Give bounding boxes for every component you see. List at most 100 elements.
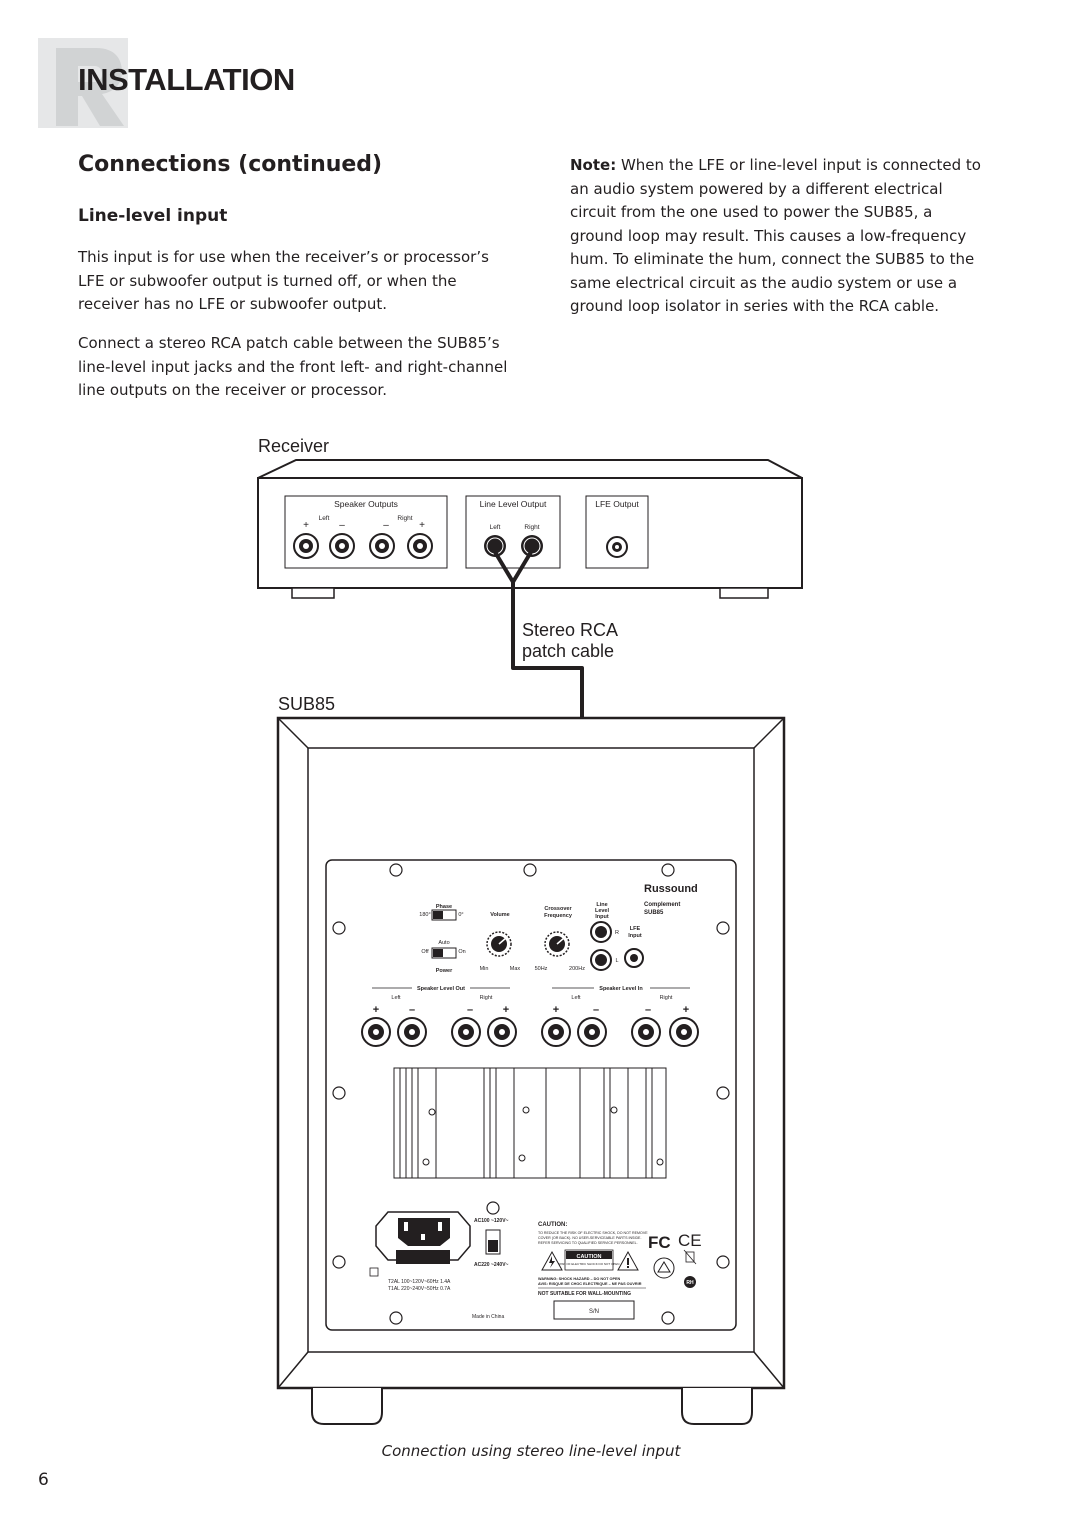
caution-text: REFER SERVICING TO QUALIFIED SERVICE PER… — [538, 1241, 638, 1245]
made-in-label: Made in China — [472, 1314, 504, 1320]
plus-label: + — [553, 1004, 559, 1016]
connection-diagram: Receiver Speaker Outputs Left Right + – … — [257, 436, 803, 1425]
figure-caption: Connection using stereo line-level input — [381, 1442, 681, 1460]
binding-post-icon — [397, 1017, 427, 1047]
brand-logo: Russound — [644, 883, 698, 895]
plus-label: + — [503, 1004, 509, 1016]
auto-label: Auto — [438, 940, 449, 946]
screw-icon — [332, 863, 730, 1325]
input-label: Input — [595, 914, 609, 920]
power-switch — [431, 947, 457, 959]
200hz-label: 200Hz — [569, 966, 585, 972]
50hz-label: 50Hz — [535, 966, 548, 972]
out-right-label: Right — [480, 995, 493, 1001]
lfe-label: LFE — [630, 926, 641, 932]
line-level-output-label: Line Level Output — [480, 499, 547, 509]
binding-post-icon — [631, 1017, 661, 1047]
max-label: Max — [510, 966, 521, 972]
caution-box-label: CAUTION — [576, 1254, 601, 1260]
caution-heading: CAUTION: — [538, 1222, 567, 1228]
note-text: When the LFE or line-level input is conn… — [570, 156, 981, 315]
model-label: SUB85 — [644, 910, 664, 916]
minus-label: – — [409, 1004, 415, 1016]
fuse-rating: T2AL 100~120V~60Hz 1.4A — [388, 1279, 451, 1285]
binding-post-icon — [369, 533, 395, 559]
receiver-left-label: Left — [319, 515, 330, 522]
fcc-logo-icon: FC — [648, 1233, 671, 1252]
warning-triangle-icon — [541, 1250, 563, 1271]
level-label: Level — [595, 908, 610, 914]
binding-post-icon — [541, 1017, 571, 1047]
binding-post-icon — [577, 1017, 607, 1047]
in-left-label: Left — [571, 995, 581, 1001]
volume-knob — [486, 931, 512, 957]
heat-sink — [393, 1067, 667, 1179]
section-heading: Connections (continued) — [78, 152, 383, 177]
crossover-knob — [544, 931, 570, 957]
plus-label: + — [303, 520, 309, 531]
crossover-label: Crossover — [544, 906, 572, 912]
minus-label: – — [467, 1004, 473, 1016]
cable-label: patch cable — [522, 641, 614, 661]
receiver-label: Receiver — [258, 436, 329, 456]
line-input-jack-r — [590, 921, 612, 943]
line-right-label: Right — [524, 524, 539, 531]
plus-label: + — [419, 520, 425, 531]
ac100-label: AC100 ~120V~ — [474, 1218, 509, 1224]
caution-text: TO REDUCE THE RISK OF ELECTRIC SHOCK, DO… — [538, 1231, 648, 1235]
rohs-badge-icon — [684, 1276, 696, 1288]
on-label: On — [458, 949, 465, 955]
ce-logo-icon: CE — [678, 1231, 702, 1250]
note-paragraph: Note: When the LFE or line-level input i… — [570, 154, 990, 319]
note-label: Note: — [570, 156, 617, 174]
amplifier-panel: Russound Complement SUB85 Phase 180° 0° … — [325, 859, 737, 1331]
caution-box-sub: RISK OF ELECTRIC SHOCK DO NOT OPEN — [559, 1262, 620, 1266]
exclamation-triangle-icon — [617, 1250, 639, 1271]
minus-label: – — [593, 1004, 599, 1016]
binding-post-icon — [407, 533, 433, 559]
phase-0-label: 0° — [458, 912, 463, 918]
binding-post-icon — [329, 533, 355, 559]
minus-label: – — [383, 520, 389, 531]
receiver-right-label: Right — [397, 515, 412, 522]
rca-jack-icon — [606, 536, 628, 558]
warning-text: WARNING: SHOCK HAZARD – DO NOT OPEN — [538, 1277, 621, 1281]
plus-label: + — [683, 1004, 689, 1016]
plus-label: + — [373, 1004, 379, 1016]
off-label: Off — [421, 949, 429, 955]
page-number: 6 — [38, 1470, 49, 1490]
phase-label: Phase — [436, 904, 452, 910]
binding-post-icon — [451, 1017, 481, 1047]
rohs-label: RH — [686, 1280, 694, 1286]
in-right-label: Right — [660, 995, 673, 1001]
binding-post-icon — [361, 1017, 391, 1047]
fuse-rating: T1AL 220~240V~50Hz 0.7A — [388, 1286, 451, 1292]
l-label: L — [615, 958, 618, 964]
phase-180-label: 180° — [419, 912, 430, 918]
wall-mount-warning: NOT SUITABLE FOR WALL-MOUNTING — [538, 1291, 631, 1297]
r-label: R — [615, 930, 619, 936]
speaker-level-in-label: Speaker Level In — [599, 986, 643, 992]
phase-switch — [431, 909, 457, 921]
power-inlet-icon — [369, 1211, 471, 1277]
lfe-input-jack — [624, 948, 644, 968]
lfe-output-label: LFE Output — [595, 499, 639, 509]
ac220-label: AC220 ~240V~ — [474, 1262, 509, 1268]
binding-post-icon — [487, 1017, 517, 1047]
body-paragraph: Connect a stereo RCA patch cable between… — [78, 334, 508, 399]
cable-label: Stereo RCA — [522, 620, 618, 640]
volume-label: Volume — [490, 912, 509, 918]
russound-logo-icon — [38, 38, 128, 128]
line-label: Line — [596, 902, 607, 908]
minus-label: – — [339, 520, 345, 531]
recycle-bin-icon — [683, 1249, 697, 1265]
binding-post-icon — [669, 1017, 699, 1047]
speaker-outputs-label: Speaker Outputs — [334, 499, 398, 509]
out-left-label: Left — [391, 995, 401, 1001]
minus-label: – — [645, 1004, 651, 1016]
lfe-input-label: Input — [628, 933, 642, 939]
binding-post-icon — [293, 533, 319, 559]
speaker-level-out-label: Speaker Level Out — [417, 986, 465, 992]
avis-text: AVIS: RISQUE DE CHOC ELECTRIQUE – NE PAS… — [538, 1282, 642, 1286]
certification-seal-icon — [653, 1257, 675, 1279]
